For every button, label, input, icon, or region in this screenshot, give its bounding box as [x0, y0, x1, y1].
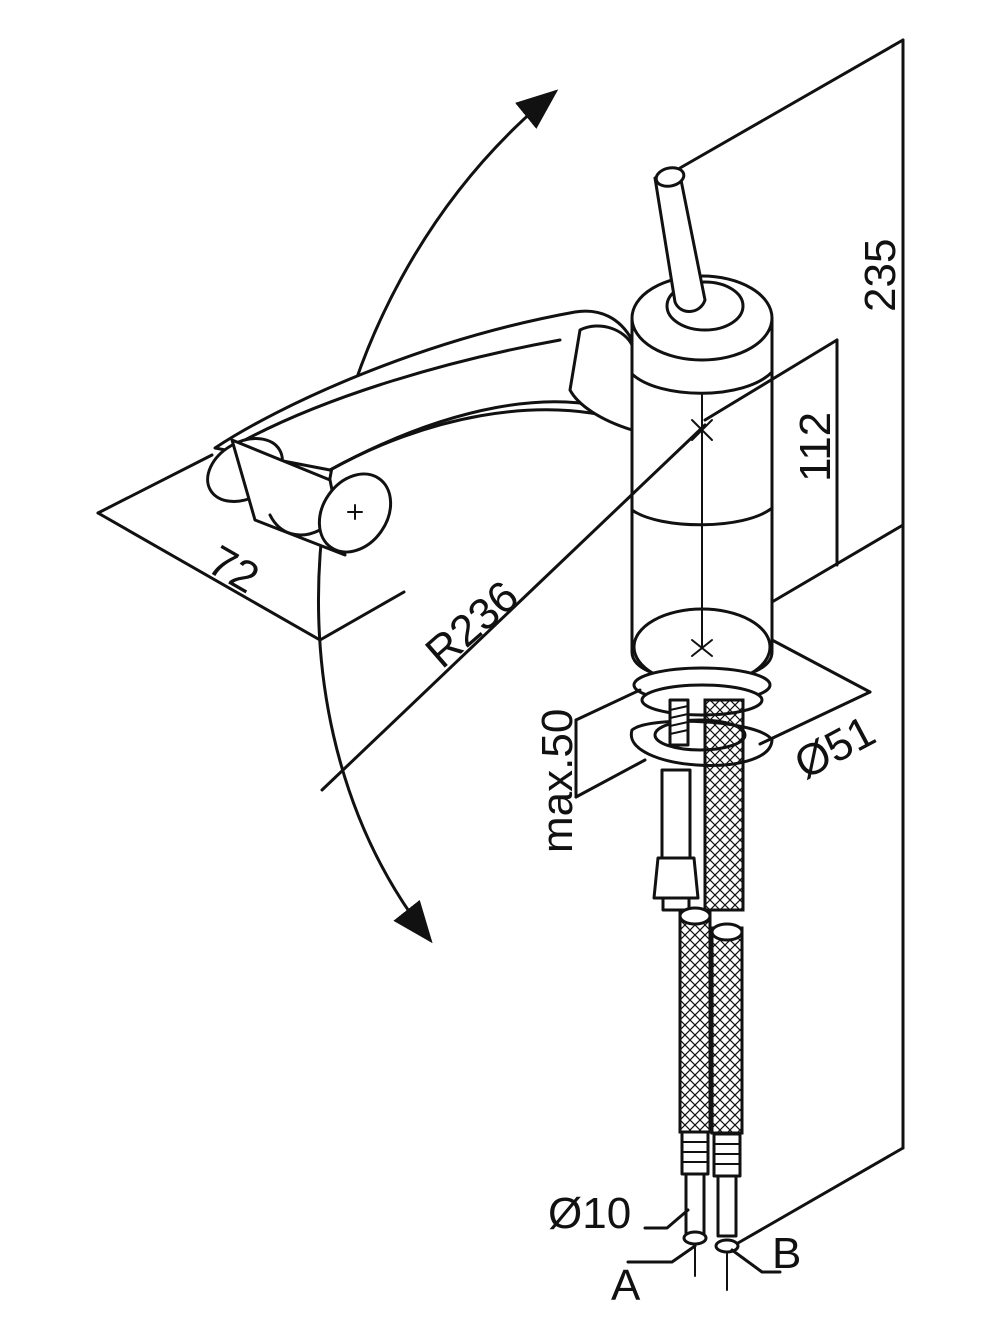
hose-fittings	[680, 1130, 742, 1291]
spout-outlet	[317, 472, 393, 554]
connection-label-a: A	[611, 1261, 641, 1310]
dimension-counter-thickness: max.50	[533, 709, 582, 853]
dimension-swing-radius: R236	[416, 572, 528, 678]
dimension-hose-diameter: Ø10	[548, 1189, 631, 1238]
faucet-body	[630, 274, 774, 687]
dimension-lines	[96, 38, 905, 1274]
hoses	[678, 698, 745, 1291]
dimension-height-total: 235	[856, 239, 905, 312]
lever-handle	[653, 166, 707, 313]
connection-label-b: B	[772, 1229, 801, 1278]
dimension-height-mid: 112	[791, 412, 840, 482]
spout	[206, 309, 642, 557]
dimension-spout-length: 72	[200, 536, 267, 603]
mounting-hardware	[630, 666, 774, 912]
dimension-base-diameter: Ø51	[787, 707, 883, 789]
